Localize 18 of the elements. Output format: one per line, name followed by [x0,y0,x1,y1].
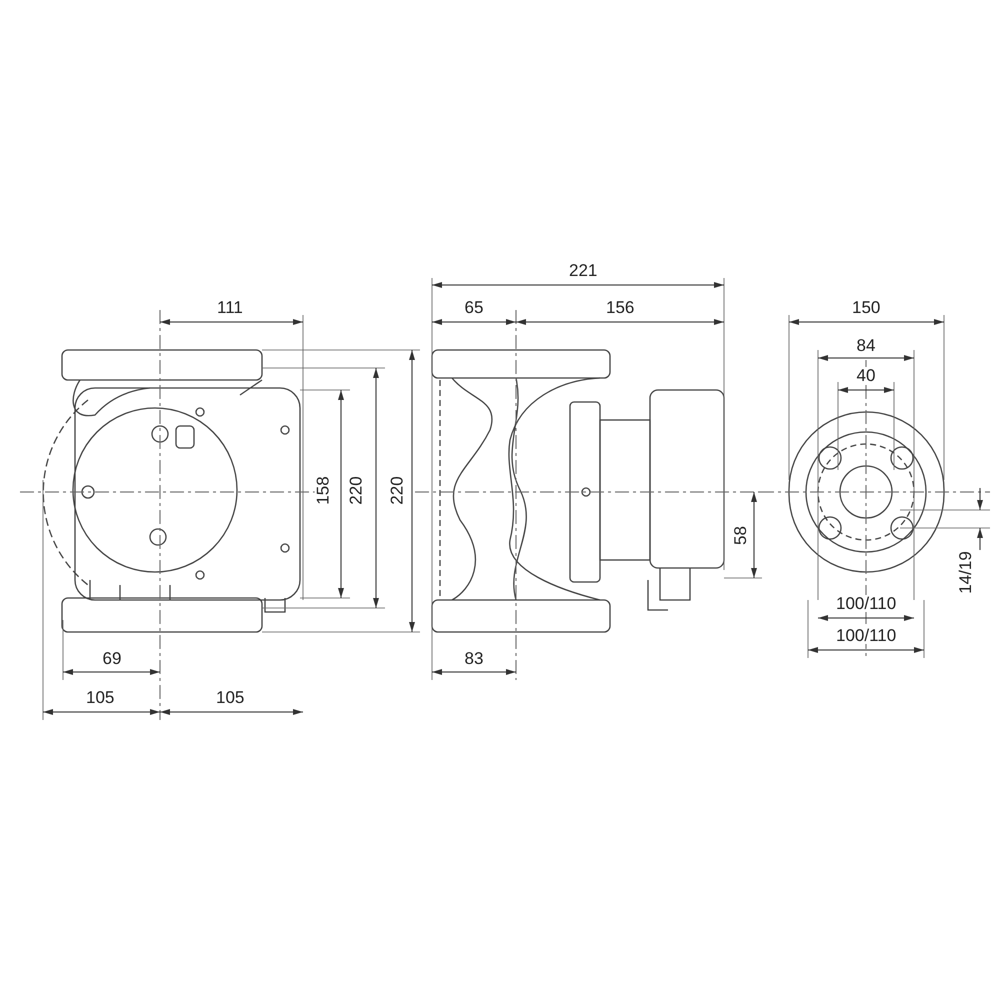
dimension-label: 100/110 [835,594,898,612]
dimension-label: 100/110 [835,626,898,644]
dimension-label: 105 [215,688,246,706]
dimension-label: 220 [348,474,365,506]
dimension-label: 83 [464,650,484,666]
dimension-label: 105 [85,688,116,706]
dimension-label: 40 [856,366,876,384]
dimension-label: 84 [856,336,876,354]
dimension-label: 150 [851,298,882,316]
dimension-label: 221 [568,262,598,278]
dimension-label: 14/19 [956,550,974,594]
dimension-label: 65 [464,298,484,316]
dimension-label: 69 [102,650,122,666]
dimension-label: 158 [314,474,332,506]
dimension-label: 220 [388,474,406,506]
dimension-label: 111 [216,298,244,316]
dimension-label: 58 [731,524,748,546]
dimension-label: 156 [605,298,636,316]
